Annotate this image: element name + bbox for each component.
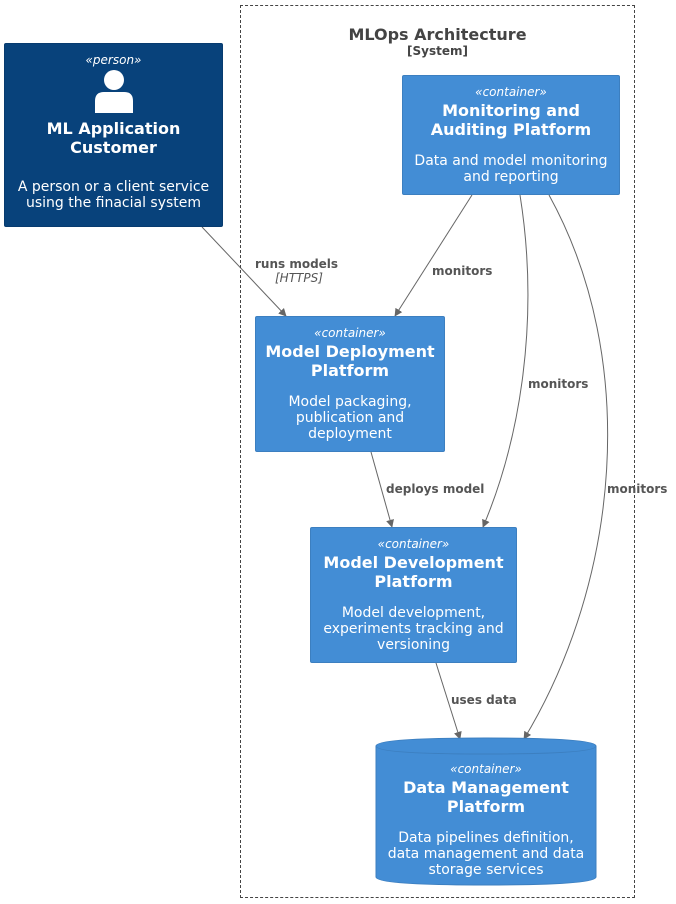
person-description: A person or a client service using the f…: [17, 179, 210, 211]
edge-label-monitors-development: monitors: [528, 377, 589, 391]
development-description: Model development, experiments tracking …: [323, 605, 504, 653]
boundary-title: MLOps Architecture: [348, 25, 527, 44]
deployment-title: Model Deployment Platform: [265, 342, 435, 380]
edge-label-deploys-model: deploys model: [386, 482, 485, 496]
container-data-management[interactable]: «container» Data Management Platform Dat…: [376, 760, 596, 878]
development-title: Model Development Platform: [323, 553, 504, 591]
monitoring-description: Data and model monitoring and reporting: [414, 153, 608, 185]
person-title: ML Application Customer: [46, 119, 181, 157]
edge-runs-models: [201, 226, 287, 317]
container-monitoring-auditing[interactable]: «container» Monitoring and Auditing Plat…: [402, 75, 620, 195]
data-mgmt-stereotype: «container»: [450, 762, 522, 776]
edge-label-uses-data: uses data: [451, 693, 517, 707]
deployment-stereotype: «container»: [314, 326, 386, 340]
data-management-cylinder: [375, 737, 597, 886]
edge-label-monitors-deployment: monitors: [432, 264, 493, 278]
boundary-type: [System]: [407, 44, 468, 58]
data-mgmt-description: Data pipelines definition, data manageme…: [387, 830, 585, 878]
person-stereotype: «person»: [85, 53, 142, 67]
edge-label-monitors-data: monitors: [607, 482, 668, 496]
monitoring-stereotype: «container»: [475, 85, 547, 99]
person-ml-application-customer[interactable]: «person» ML Application Customer A perso…: [4, 43, 223, 227]
edge-monitors-development: [482, 194, 529, 528]
system-boundary: [240, 5, 635, 898]
person-icon: [94, 70, 133, 113]
edge-monitors-data: [523, 194, 609, 740]
edge-deploys-model: [370, 451, 394, 528]
edge-uses-data: [435, 662, 462, 740]
data-mgmt-title: Data Management Platform: [403, 778, 569, 816]
deployment-description: Model packaging, publication and deploym…: [288, 394, 412, 442]
container-model-development[interactable]: «container» Model Development Platform M…: [310, 527, 517, 663]
monitoring-title: Monitoring and Auditing Platform: [430, 101, 592, 139]
container-model-deployment[interactable]: «container» Model Deployment Platform Mo…: [255, 316, 445, 452]
development-stereotype: «container»: [377, 537, 450, 551]
data-management-cylinder-rim: [375, 745, 597, 755]
edge-monitors-deployment: [394, 194, 473, 317]
edge-label-runs-models: runs models: [255, 257, 339, 271]
edge-label-runs-models-tech: [HTTPS]: [275, 271, 323, 285]
